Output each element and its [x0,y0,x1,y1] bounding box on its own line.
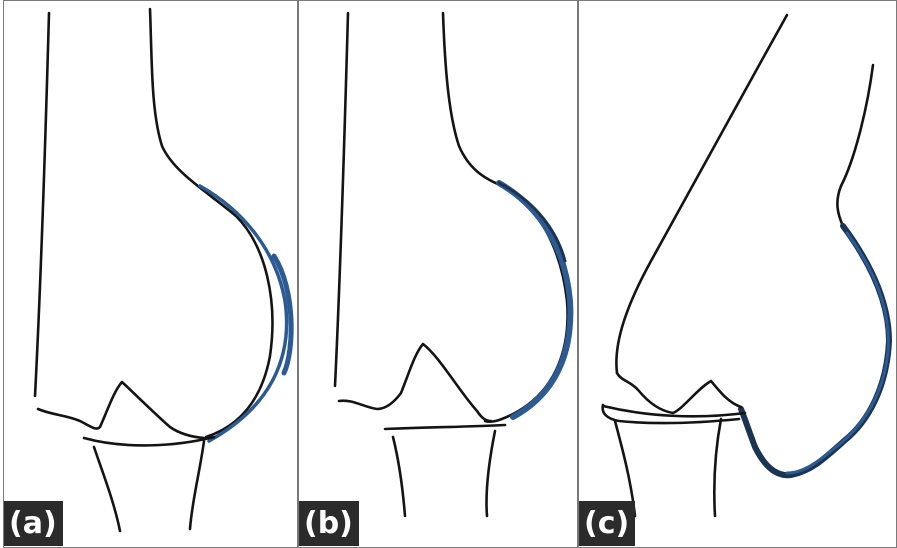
intercondylar-notch [617,373,741,413]
panel-c-drawing [579,1,897,548]
tibial-plateau [84,437,214,445]
tibial-plateau-lower [603,405,739,423]
tibia-left-edge [393,437,405,516]
femur-posterior-edge [837,65,873,226]
tibia-right-edge [714,419,721,516]
panel-b: (b) [298,0,578,548]
femur-left-edge [335,13,348,386]
intercondylar-notch [38,382,204,438]
femur-condyle-outline [443,13,568,422]
femur-left-edge [35,13,49,396]
femur-anterior-edge [616,15,787,373]
panel-a-drawing [4,1,298,548]
intercondylar-notch [339,344,491,421]
tibia-right-edge [190,441,204,529]
panel-b-drawing [299,1,578,548]
panel-c: (c) [578,0,897,548]
tibia-right-edge [486,431,495,516]
tibial-plateau [385,425,505,429]
femur-condyle-outline [150,9,272,437]
cartilage-highlight [499,183,570,417]
panel-label-b: (b) [299,501,359,546]
panel-label-a: (a) [4,501,63,546]
tibia-left-edge [94,447,120,531]
panel-a: (a) [3,0,298,548]
panel-label-c: (c) [579,501,635,546]
